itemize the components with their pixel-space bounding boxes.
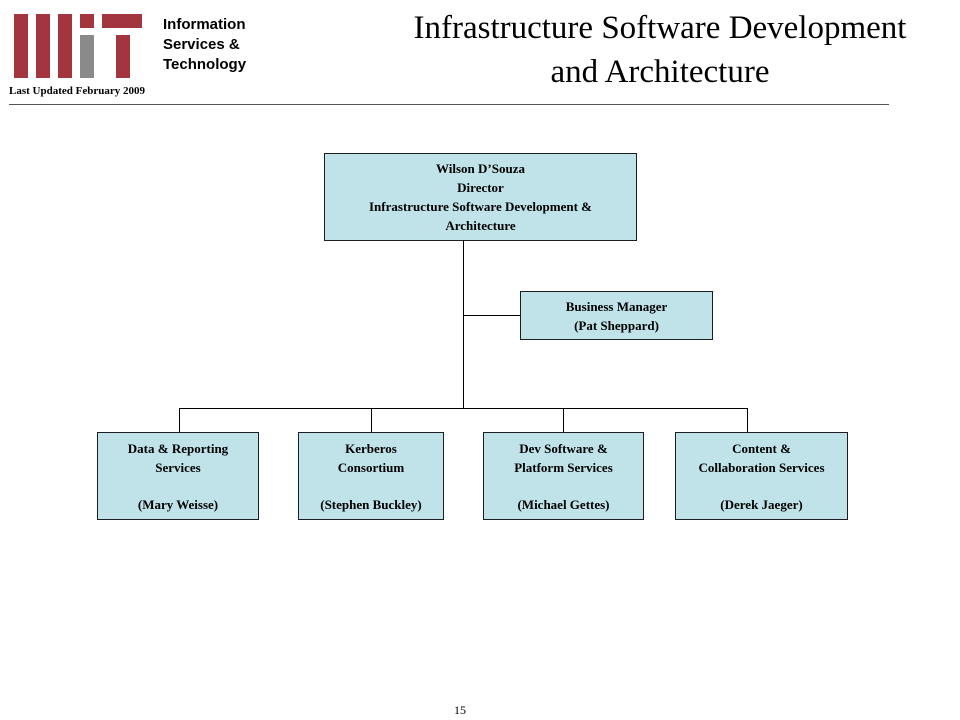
logo-dot	[80, 14, 94, 28]
header-divider	[9, 104, 889, 105]
logo-top-bar	[102, 14, 142, 28]
org-line-1: Information	[163, 16, 246, 33]
staff-connector-line	[463, 315, 520, 316]
unit-drop-line-4	[747, 408, 748, 432]
title-line-2: and Architecture	[550, 54, 770, 90]
units-bus-line	[179, 408, 748, 409]
org-line-2: Services &	[163, 36, 240, 53]
unit-box-content-collaboration: Content & Collaboration Services (Derek …	[675, 432, 848, 520]
unit-line: Consortium	[337, 459, 405, 475]
unit-line: Collaboration Services	[698, 459, 825, 475]
unit-line: Data & Reporting	[127, 440, 229, 456]
director-name: Wilson D’Souza	[436, 161, 525, 176]
unit-box-kerberos: Kerberos Consortium (Stephen Buckley)	[298, 432, 444, 520]
director-trunk-line	[463, 240, 464, 408]
unit-box-data-reporting: Data & Reporting Services (Mary Weisse)	[97, 432, 259, 520]
director-role: Director	[457, 180, 504, 195]
page-number: 15	[454, 703, 466, 717]
page-title: Infrastructure Software Development and …	[365, 6, 955, 94]
unit-person: (Michael Gettes)	[517, 496, 610, 512]
business-manager-box: Business Manager (Pat Sheppard)	[520, 291, 713, 340]
unit-box-dev-software: Dev Software & Platform Services (Michae…	[483, 432, 644, 520]
unit-drop-line-2	[371, 408, 372, 432]
staff-person: (Pat Sheppard)	[574, 317, 659, 333]
unit-person: (Stephen Buckley)	[320, 496, 422, 512]
logo-bar-3	[58, 14, 72, 78]
director-dept-line-1: Infrastructure Software Development &	[369, 199, 592, 214]
logo-gray-bar	[80, 35, 94, 78]
unit-person: (Derek Jaeger)	[720, 496, 803, 512]
org-name: Information Services & Technology	[163, 15, 283, 75]
unit-person: (Mary Weisse)	[137, 496, 219, 512]
logo-bar-2	[36, 14, 50, 78]
unit-drop-line-1	[179, 408, 180, 432]
unit-line: Platform Services	[514, 459, 613, 475]
unit-line: Kerberos	[345, 440, 397, 456]
unit-line: Services	[155, 459, 201, 475]
director-box: Wilson D’Souza Director Infrastructure S…	[324, 153, 637, 241]
unit-line: Dev Software &	[519, 440, 608, 456]
unit-drop-line-3	[563, 408, 564, 432]
logo-bar-1	[14, 14, 28, 78]
staff-title: Business Manager	[565, 298, 668, 314]
mit-logo	[14, 14, 142, 78]
title-line-1: Infrastructure Software Development	[413, 10, 907, 46]
org-line-3: Technology	[163, 56, 247, 73]
director-dept-line-2: Architecture	[445, 218, 516, 233]
last-updated: Last Updated February 2009	[9, 85, 145, 97]
logo-t-stem	[116, 35, 130, 78]
unit-line: Content &	[732, 440, 791, 456]
